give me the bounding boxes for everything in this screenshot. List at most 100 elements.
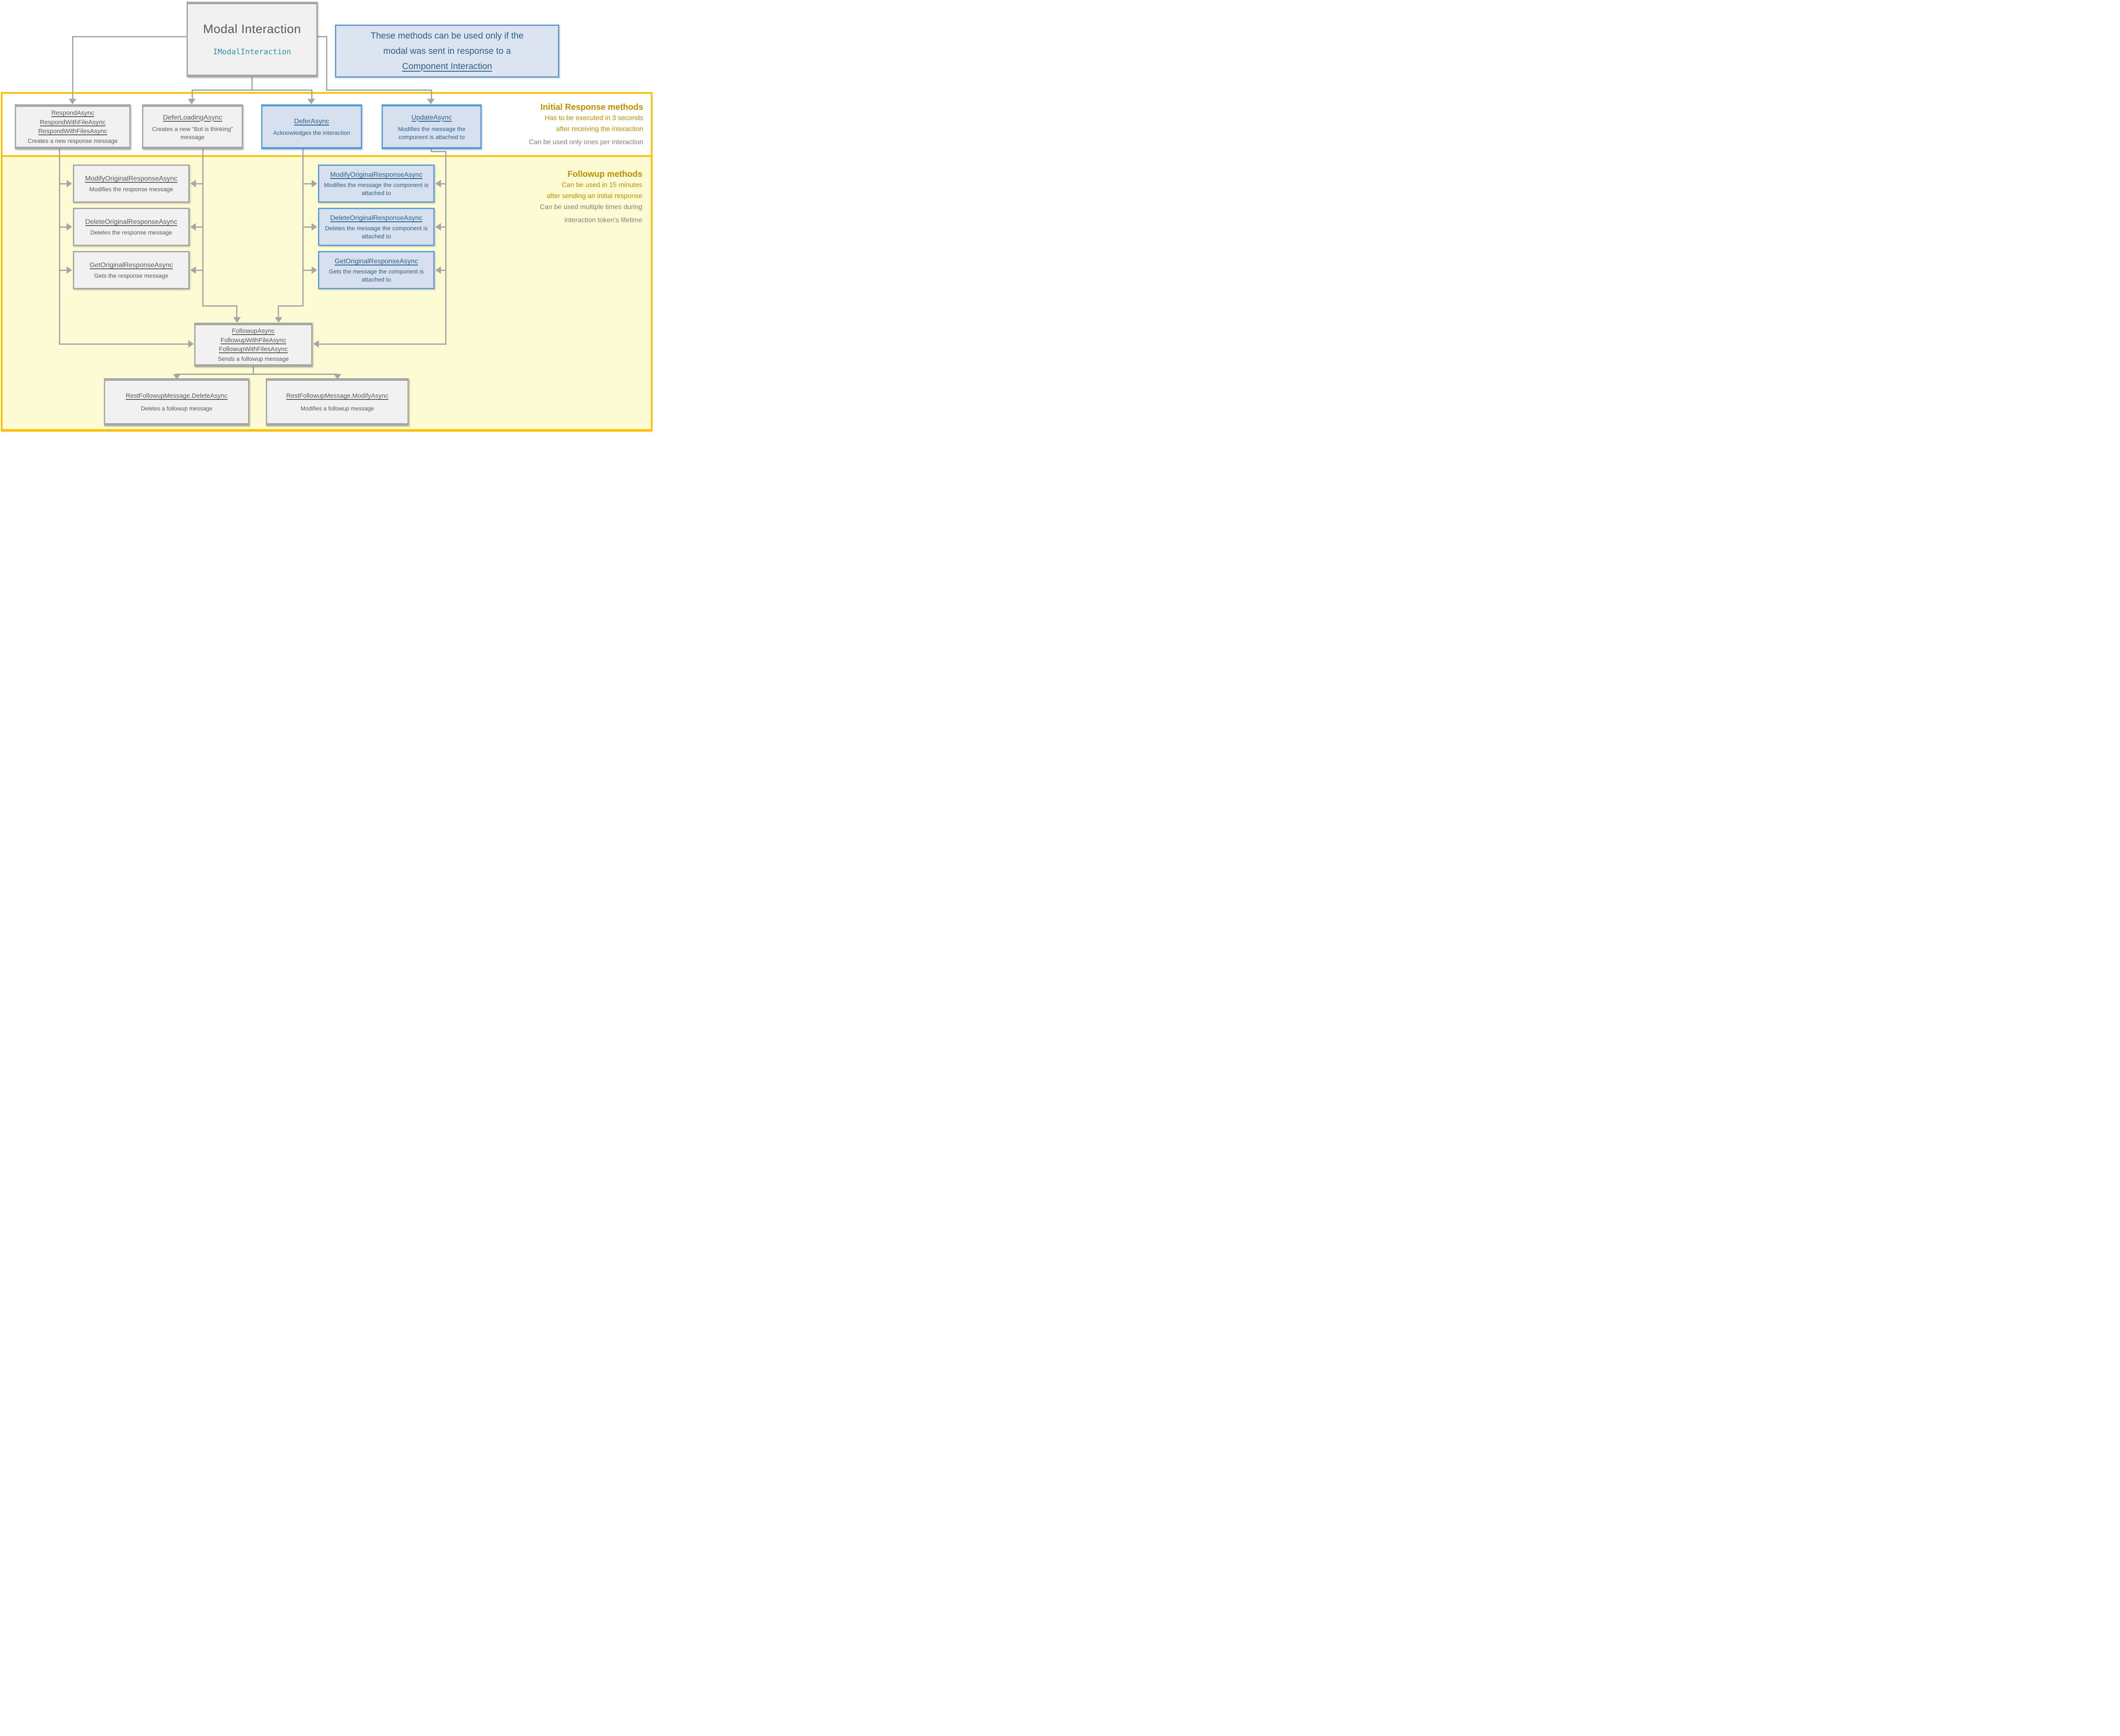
update-async-box: UpdateAsync Modifies the message the com… xyxy=(382,104,482,149)
section-note: after receiving the interaction xyxy=(556,126,643,133)
connector-segment xyxy=(202,149,204,307)
defer-loading-async-box: DeferLoadingAsync Creates a new “Bot is … xyxy=(142,104,243,149)
interface-name: IModalInteraction xyxy=(213,47,291,56)
delete-original-response-component-box: DeleteOriginalResponseAsync Deletes the … xyxy=(318,208,435,246)
method-link-followupasync[interactable]: FollowupAsync xyxy=(232,327,275,335)
method-link-followupwithfilesasync[interactable]: FollowupWithFilesAsync xyxy=(219,346,288,353)
followup-async-box: FollowupAsync FollowupWithFileAsync Foll… xyxy=(194,323,312,367)
method-description: Deletes a followup message xyxy=(141,405,212,412)
modify-original-response-box: ModifyOriginalResponseAsync Modifies the… xyxy=(73,165,190,203)
rest-followup-modify-box: RestFollowupMessage.ModifyAsync Modifies… xyxy=(266,378,409,426)
method-description: Modifies the response message xyxy=(89,185,173,193)
connector-segment xyxy=(278,305,304,307)
connector-segment xyxy=(59,183,67,184)
note-line: modal was sent in response to a xyxy=(383,46,511,56)
connector-segment xyxy=(195,183,202,184)
method-link-followupwithfileasync[interactable]: FollowupWithFileAsync xyxy=(220,336,287,344)
method-description: Modifies the message the component is at… xyxy=(324,181,429,197)
section-title: Followup methods xyxy=(567,170,642,179)
method-description: Gets the message the component is attach… xyxy=(329,268,424,283)
method-description: Acknowledges the interaction xyxy=(273,129,351,137)
connector-segment xyxy=(251,77,253,91)
section-note: Can be used multiple times during xyxy=(540,204,642,211)
method-link-respondwithfileasync[interactable]: RespondWithFileAsync xyxy=(39,118,106,126)
arrowhead-right-icon xyxy=(67,266,72,274)
method-link-updateasync[interactable]: UpdateAsync xyxy=(411,114,452,121)
connector-segment xyxy=(441,270,446,271)
arrowhead-left-icon xyxy=(190,266,196,274)
respond-async-box: RespondAsync RespondWithFileAsync Respon… xyxy=(15,104,131,149)
connector-segment xyxy=(195,270,202,271)
method-description: Deletes the message the component is att… xyxy=(325,225,428,240)
initial-response-note: Initial Response methods Has to be execu… xyxy=(431,102,643,148)
method-link-respondasync[interactable]: RespondAsync xyxy=(51,109,94,117)
connector-segment xyxy=(59,270,67,271)
method-description: Gets the response message xyxy=(94,272,169,279)
connector-segment xyxy=(326,89,432,91)
method-description: Deletes the response message xyxy=(90,229,172,236)
arrowhead-down-icon xyxy=(69,99,76,104)
connector-segment xyxy=(441,183,446,184)
connector-segment xyxy=(431,149,432,152)
arrowhead-left-icon xyxy=(435,223,441,231)
method-link-getoriginalresponseasync[interactable]: GetOriginalResponseAsync xyxy=(335,258,418,265)
connector-segment xyxy=(253,367,254,375)
arrowhead-left-icon xyxy=(190,223,196,231)
note-line: These methods can be used only if the xyxy=(371,31,524,41)
rest-followup-delete-box: RestFollowupMessage.DeleteAsync Deletes … xyxy=(104,378,249,426)
connector-segment xyxy=(176,374,338,375)
connector-segment xyxy=(72,36,73,100)
arrowhead-down-icon xyxy=(233,317,241,323)
method-link-deleteoriginalresponseasync[interactable]: DeleteOriginalResponseAsync xyxy=(85,218,177,226)
connector-segment xyxy=(236,305,237,318)
connector-segment xyxy=(441,226,446,228)
method-link-deferasync[interactable]: DeferAsync xyxy=(294,117,329,125)
method-link-modifyoriginalresponseasync[interactable]: ModifyOriginalResponseAsync xyxy=(85,175,178,183)
component-interaction-link[interactable]: Component Interaction xyxy=(402,61,492,71)
connector-segment xyxy=(192,89,193,100)
arrowhead-right-icon xyxy=(188,340,194,348)
connector-segment xyxy=(318,343,446,345)
arrowhead-down-icon xyxy=(334,374,341,380)
connector-segment xyxy=(431,151,446,152)
method-link-deferloadingasync[interactable]: DeferLoadingAsync xyxy=(163,114,222,121)
method-link-restfollowupmessage-modifyasync[interactable]: RestFollowupMessage.ModifyAsync xyxy=(286,392,388,400)
method-link-deleteoriginalresponseasync[interactable]: DeleteOriginalResponseAsync xyxy=(330,215,422,222)
modify-original-response-component-box: ModifyOriginalResponseAsync Modifies the… xyxy=(318,165,435,203)
method-link-respondwithfilesasync[interactable]: RespondWithFilesAsync xyxy=(38,128,107,135)
followup-note: Followup methods Can be used in 15 minut… xyxy=(430,169,642,226)
arrowhead-down-icon xyxy=(427,99,435,104)
arrowhead-down-icon xyxy=(173,374,181,380)
connector-segment xyxy=(302,270,312,271)
arrowhead-left-icon xyxy=(313,340,319,348)
connector-segment xyxy=(302,183,312,184)
arrowhead-down-icon xyxy=(307,99,315,104)
method-link-restfollowupmessage-deleteasync[interactable]: RestFollowupMessage.DeleteAsync xyxy=(126,392,228,400)
page-title: Modal Interaction xyxy=(203,22,301,36)
component-interaction-note: These methods can be used only if the mo… xyxy=(335,25,559,78)
get-original-response-box: GetOriginalResponseAsync Gets the respon… xyxy=(73,251,190,289)
connector-segment xyxy=(59,149,60,345)
connector-segment xyxy=(59,343,189,345)
section-note: Can be used in 15 minutes xyxy=(561,181,642,189)
connector-segment xyxy=(302,226,312,228)
connector-segment xyxy=(445,151,446,345)
method-link-modifyoriginalresponseasync[interactable]: ModifyOriginalResponseAsync xyxy=(330,171,423,179)
delete-original-response-box: DeleteOriginalResponseAsync Deletes the … xyxy=(73,208,190,246)
arrowhead-right-icon xyxy=(312,266,317,274)
connector-segment xyxy=(278,305,279,318)
section-note: Can be used only ones per interaction xyxy=(529,139,643,146)
connector-segment xyxy=(318,36,327,37)
arrowhead-left-icon xyxy=(435,180,441,187)
defer-async-box: DeferAsync Acknowledges the interaction xyxy=(261,104,362,149)
method-description: Creates a new response message xyxy=(28,137,118,145)
arrowhead-right-icon xyxy=(312,223,317,231)
connector-segment xyxy=(195,226,202,228)
method-link-getoriginalresponseasync[interactable]: GetOriginalResponseAsync xyxy=(89,262,173,269)
get-original-response-component-box: GetOriginalResponseAsync Gets the messag… xyxy=(318,251,435,289)
section-note: Has to be executed in 3 seconds xyxy=(544,114,643,122)
arrowhead-left-icon xyxy=(435,266,441,274)
connector-segment xyxy=(192,89,312,91)
modal-interaction-box: Modal Interaction IModalInteraction xyxy=(187,2,318,77)
method-description: Modifies the message the component is at… xyxy=(398,125,466,140)
